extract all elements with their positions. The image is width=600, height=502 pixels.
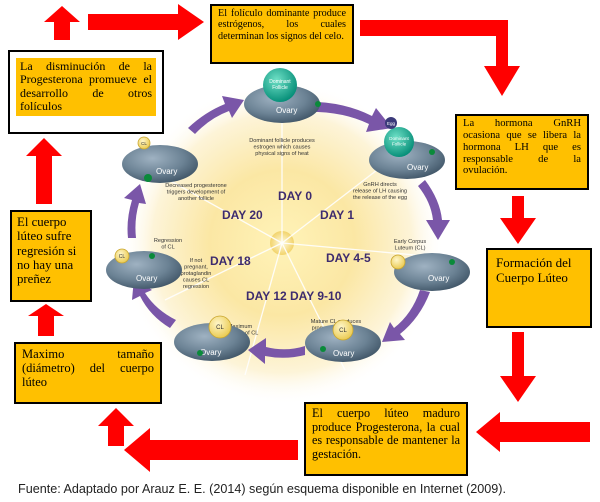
wheel-arrow-day910-day12	[248, 338, 305, 364]
figure-caption: Fuente: Adaptado por Arauz E. E. (2014) …	[18, 482, 506, 496]
red-arrow-down-right	[500, 332, 536, 402]
corpus-luteum-icon	[332, 319, 354, 341]
ovary-day45: Ovary	[390, 253, 470, 291]
box-progesterone-decrease-text: La disminución de la Progesterona promue…	[16, 58, 156, 116]
dominant-follicle-icon	[384, 127, 414, 157]
red-arrow-left-bottom	[124, 428, 298, 472]
egg-icon	[385, 117, 397, 129]
svg-text:Ovary: Ovary	[276, 106, 297, 115]
day-12-label: DAY 12	[246, 289, 287, 303]
red-arrow-right-down-top	[360, 20, 520, 96]
wheel-arrow-day1-day45	[418, 180, 450, 240]
red-arrow-down-gnrh	[500, 196, 536, 244]
wheel-arrow-day18-day20	[124, 184, 146, 238]
svg-text:Ovary: Ovary	[156, 167, 177, 176]
day-0-label: DAY 0	[278, 189, 312, 203]
wheel-arrows	[124, 96, 450, 364]
box-dominant-follicle: El folículo dominante produce estrógenos…	[210, 4, 354, 64]
corpus-luteum-icon	[208, 315, 232, 339]
svg-text:Ovary: Ovary	[333, 349, 354, 358]
box-corpus-luteum-formation: Formación del Cuerpo Lúteo	[486, 248, 592, 328]
box-mature-corpus-luteum: El cuerpo lúteo maduro produce Progester…	[304, 402, 468, 476]
day-18-label: DAY 18	[210, 254, 251, 268]
ovary-day910: CL Ovary	[305, 319, 381, 362]
svg-text:Ovary: Ovary	[136, 274, 157, 283]
red-arrow-up-topleft	[44, 6, 80, 40]
corpus-luteum-icon	[114, 248, 130, 264]
ovary-day20: CL Ovary	[122, 136, 198, 183]
day-20-label: DAY 20	[222, 208, 263, 222]
svg-text:Ovary: Ovary	[407, 163, 428, 172]
svg-text:CL: CL	[141, 141, 147, 146]
ovary-day18: CL Ovary	[106, 248, 182, 289]
svg-text:Egg: Egg	[387, 121, 396, 126]
red-arrow-left-maduro	[476, 412, 590, 452]
corpus-luteum-icon	[390, 254, 406, 270]
day-9-10-label: DAY 9-10	[290, 289, 342, 303]
ovary-day12: CL Ovary	[174, 315, 250, 361]
red-arrow-up-luteo	[28, 304, 64, 336]
red-arrow-up-maximo	[98, 408, 134, 446]
day-1-label: DAY 1	[320, 208, 354, 222]
red-arrows	[26, 4, 590, 472]
svg-text:Ovary: Ovary	[428, 274, 449, 283]
day-labels: DAY 0 DAY 1 DAY 4-5 DAY 9-10 DAY 12 DAY …	[210, 189, 371, 303]
wheel-arrow-day12-day18	[132, 278, 176, 328]
red-arrow-up-disminucion	[26, 138, 62, 204]
dominant-follicle-icon	[263, 68, 297, 102]
wheel-arrow-day45-day910	[382, 290, 430, 342]
box-maximum-size: Maximo tamaño (diámetro) del cuerpo lúte…	[14, 342, 162, 404]
svg-text:Ovary: Ovary	[200, 348, 221, 357]
day-4-5-label: DAY 4-5	[326, 251, 371, 265]
new-follicle-icon	[144, 174, 152, 182]
box-gnrh-lh: La hormona GnRH ocasiona que se libera l…	[455, 114, 589, 190]
wheel-spokes	[159, 110, 416, 376]
svg-text:CL: CL	[119, 254, 126, 260]
box-progesterone-decrease: La disminución de la Progesterona promue…	[8, 50, 164, 134]
wheel-arrow-day0-day1	[300, 101, 392, 132]
svg-text:CL: CL	[216, 325, 224, 331]
wheel-arrow-day20-day0	[188, 96, 244, 134]
red-arrow-right-top	[88, 4, 204, 40]
svg-text:CL: CL	[339, 328, 347, 334]
box-luteal-regression: El cuerpo lúteo sufre regresión si no ha…	[10, 210, 92, 302]
corpus-luteum-icon	[137, 136, 151, 150]
